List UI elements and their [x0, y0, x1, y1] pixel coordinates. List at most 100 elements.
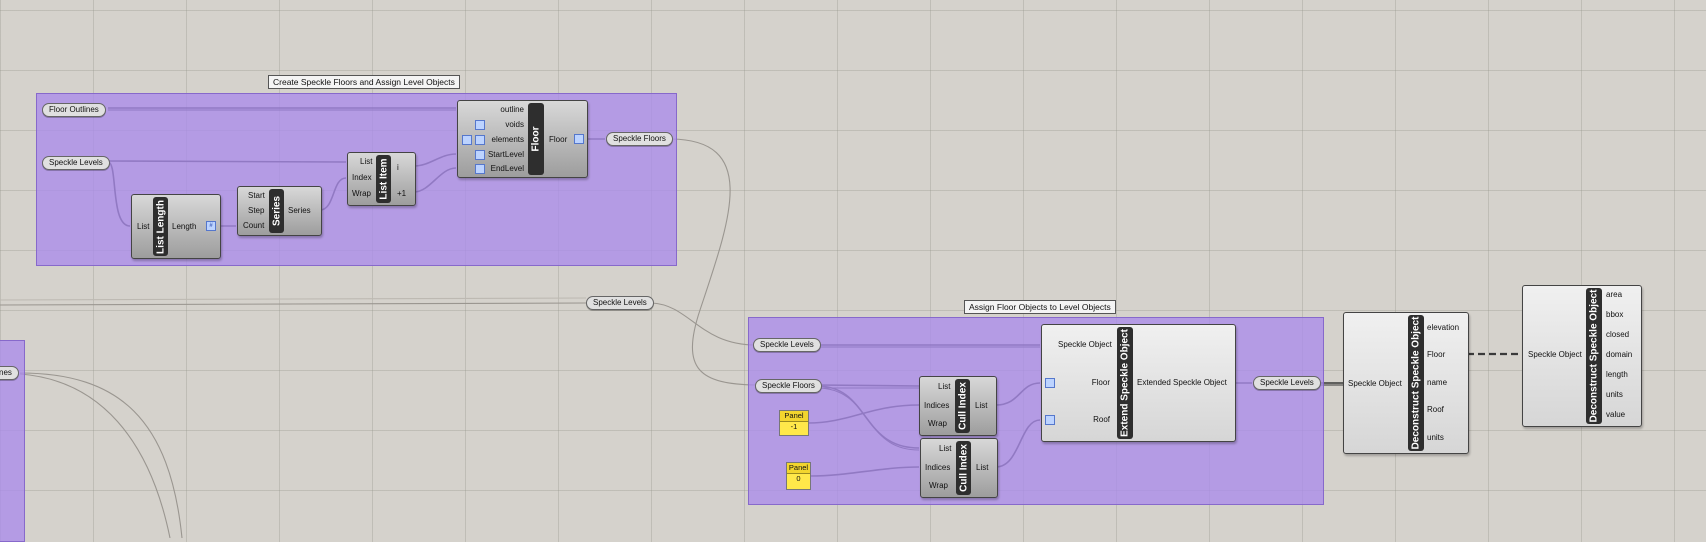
- floor-output[interactable]: Floor: [549, 135, 568, 144]
- deconstruct-2-output-length[interactable]: length: [1606, 370, 1628, 379]
- deconstruct-1-input[interactable]: Speckle Object: [1348, 379, 1402, 388]
- list-item-output-i[interactable]: i: [397, 163, 399, 172]
- panel-1-value[interactable]: -1: [790, 422, 798, 431]
- cull-index-1-output[interactable]: List: [975, 401, 988, 410]
- series-component[interactable]: Start Step Count Series Series: [237, 186, 322, 236]
- deconstruct-2-input[interactable]: Speckle Object: [1528, 350, 1582, 359]
- floor-input-outline[interactable]: outline: [500, 105, 524, 114]
- extend-input-speckle-object[interactable]: Speckle Object: [1058, 340, 1112, 349]
- floor-input-elements[interactable]: elements: [491, 135, 524, 144]
- floor-input-voids[interactable]: voids: [505, 120, 524, 129]
- cull-index-component-1[interactable]: List Indices Wrap Cull Index List: [919, 376, 997, 436]
- param-speckle-floors-out[interactable]: Speckle Floors: [606, 132, 673, 146]
- cull-index-2-output[interactable]: List: [976, 463, 989, 472]
- floor-component[interactable]: outline voids elements StartLevel EndLev…: [457, 100, 588, 178]
- param-speckle-floors-in[interactable]: Speckle Floors: [755, 379, 822, 393]
- panel-1-header: Panel: [780, 411, 808, 422]
- extend-roof-graft-icon: [1045, 415, 1055, 425]
- deconstruct-2-output-value[interactable]: value: [1606, 410, 1626, 419]
- list-length-output-length[interactable]: Length: [172, 222, 197, 231]
- floor-output-tree-icon: [574, 134, 584, 144]
- cull-index-1-input-indices[interactable]: Indices: [924, 401, 950, 410]
- panel-zero[interactable]: Panel 0: [786, 462, 811, 490]
- wire-floors-long: [670, 138, 757, 386]
- param-floor-outlines[interactable]: Floor Outlines: [42, 103, 106, 117]
- extend-core[interactable]: Extend Speckle Object: [1117, 327, 1133, 439]
- deconstruct-speckle-object-component-1[interactable]: Speckle Object Deconstruct Speckle Objec…: [1343, 312, 1469, 454]
- deconstruct-1-output-floor[interactable]: Floor: [1427, 350, 1446, 359]
- series-title: Series: [271, 195, 282, 227]
- cull-index-2-input-indices[interactable]: Indices: [925, 463, 951, 472]
- group-title-create-floors[interactable]: Create Speckle Floors and Assign Level O…: [268, 75, 460, 89]
- series-input-count[interactable]: Count: [243, 221, 265, 230]
- list-length-hint-icon: #: [206, 221, 216, 231]
- list-item-input-index[interactable]: Index: [352, 173, 372, 182]
- param-speckle-levels-out[interactable]: Speckle Levels: [1253, 376, 1321, 390]
- deconstruct-2-output-units[interactable]: units: [1606, 390, 1623, 399]
- cull-index-component-2[interactable]: List Indices Wrap Cull Index List: [920, 438, 998, 498]
- deconstruct-1-core[interactable]: Deconstruct Speckle Object: [1408, 315, 1424, 451]
- cull-index-1-title: Cull Index: [957, 382, 968, 430]
- cull-index-2-input-wrap[interactable]: Wrap: [929, 481, 948, 490]
- panel-minus-one[interactable]: Panel -1: [779, 410, 809, 436]
- floor-title: Floor: [530, 126, 542, 152]
- deconstruct-2-core[interactable]: Deconstruct Speckle Object: [1586, 288, 1602, 424]
- param-left-partial[interactable]: nes: [0, 366, 19, 380]
- floor-elements-list-icon: [475, 135, 485, 145]
- deconstruct-2-output-closed[interactable]: closed: [1606, 330, 1630, 339]
- wire-left-gray-b: [0, 297, 587, 301]
- list-item-core[interactable]: List Item: [376, 155, 391, 203]
- cull-index-2-core[interactable]: Cull Index: [956, 441, 971, 495]
- group-title-assign-floors[interactable]: Assign Floor Objects to Level Objects: [964, 300, 1116, 314]
- extend-speckle-object-component[interactable]: Speckle Object Floor Roof Extend Speckle…: [1041, 324, 1236, 442]
- deconstruct-2-title: Deconstruct Speckle Object: [1588, 289, 1600, 423]
- extend-input-roof[interactable]: Roof: [1093, 415, 1110, 424]
- series-input-step[interactable]: Step: [248, 206, 265, 215]
- list-length-component[interactable]: List List Length Length #: [131, 194, 221, 259]
- floor-input-start-level[interactable]: StartLevel: [487, 150, 524, 159]
- param-speckle-levels-mid[interactable]: Speckle Levels: [586, 296, 654, 310]
- panel-2-header: Panel: [787, 463, 810, 474]
- floor-core[interactable]: Floor: [528, 103, 544, 175]
- floor-input-end-level[interactable]: EndLevel: [490, 164, 524, 173]
- list-item-component[interactable]: List Index Wrap List Item i +1: [347, 152, 416, 206]
- floor-voids-list-icon: [475, 120, 485, 130]
- deconstruct-1-output-elevation[interactable]: elevation: [1427, 323, 1460, 332]
- cull-index-2-title: Cull Index: [958, 444, 969, 492]
- extend-input-floor[interactable]: Floor: [1091, 378, 1110, 387]
- param-speckle-levels-1[interactable]: Speckle Levels: [42, 156, 110, 170]
- wire-left-curve1: [19, 372, 183, 538]
- floor-elements-graft-icon: [462, 135, 472, 145]
- extend-output[interactable]: Extended Speckle Object: [1137, 378, 1227, 387]
- deconstruct-2-output-bbox[interactable]: bbox: [1606, 310, 1624, 319]
- floor-end-level-icon: [475, 164, 485, 174]
- list-length-core[interactable]: List Length: [153, 197, 168, 256]
- param-speckle-levels-2[interactable]: Speckle Levels: [753, 338, 821, 352]
- deconstruct-speckle-object-component-2[interactable]: Speckle Object Deconstruct Speckle Objec…: [1522, 285, 1642, 427]
- deconstruct-1-output-units[interactable]: units: [1427, 433, 1444, 442]
- extend-title: Extend Speckle Object: [1119, 329, 1131, 437]
- wire-left-curve2: [19, 373, 171, 538]
- cull-index-1-input-list[interactable]: List: [938, 382, 951, 391]
- deconstruct-1-output-name[interactable]: name: [1427, 378, 1448, 387]
- series-input-start[interactable]: Start: [248, 191, 265, 200]
- cull-index-1-input-wrap[interactable]: Wrap: [928, 419, 947, 428]
- series-core[interactable]: Series: [269, 189, 284, 233]
- list-item-title: List Item: [378, 158, 389, 200]
- floor-start-level-icon: [475, 150, 485, 160]
- group-assign-floors[interactable]: [748, 317, 1324, 505]
- wire-left-gray: [0, 302, 587, 306]
- cull-index-2-input-list[interactable]: List: [939, 444, 952, 453]
- panel-2-value[interactable]: 0: [796, 474, 801, 483]
- list-item-input-list[interactable]: List: [360, 157, 373, 166]
- list-item-output-plus1[interactable]: +1: [397, 189, 407, 198]
- extend-floor-graft-icon: [1045, 378, 1055, 388]
- cull-index-1-core[interactable]: Cull Index: [955, 379, 970, 433]
- deconstruct-2-output-domain[interactable]: domain: [1606, 350, 1633, 359]
- list-length-input-list[interactable]: List: [137, 222, 150, 231]
- deconstruct-2-output-area[interactable]: area: [1606, 290, 1623, 299]
- list-length-title: List Length: [155, 199, 166, 254]
- deconstruct-1-output-roof[interactable]: Roof: [1427, 405, 1444, 414]
- list-item-input-wrap[interactable]: Wrap: [352, 189, 371, 198]
- series-output[interactable]: Series: [288, 206, 311, 215]
